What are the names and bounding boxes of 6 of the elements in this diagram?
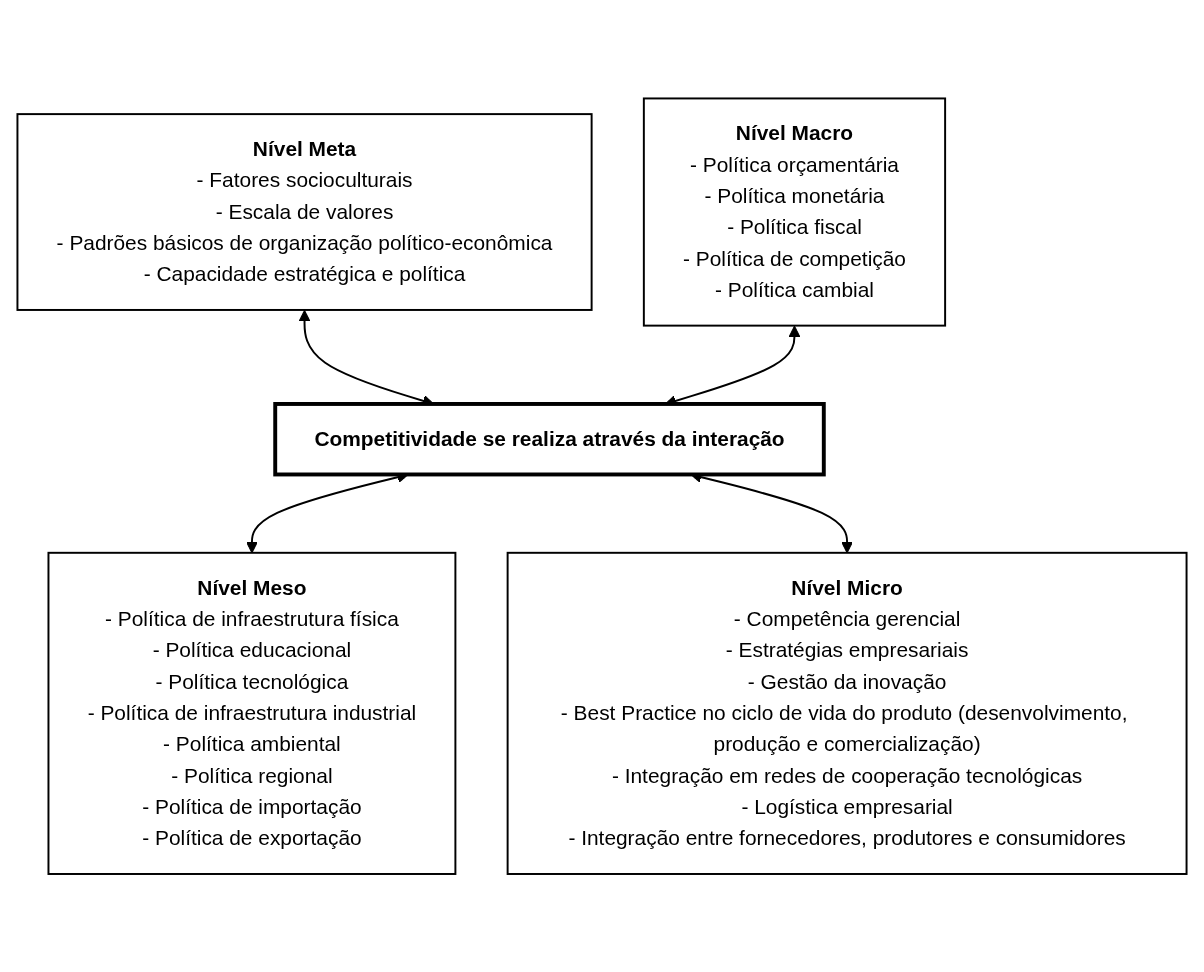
node-box bbox=[47, 551, 457, 875]
node-box bbox=[642, 97, 947, 327]
diagram: Nível Meta - Fatores socioculturais - Escala de valores - Padrões básicos de organização político-econômica - Capacidade estratégica e política Nível Macro - Política orçamentária - Política monetária - Política fiscal - Política de competição - Política cambial Competitividade se realiza através da interação Nível Meso - Política de infraestrutura física - Política educacional - Política tecnológica - Política de infraestrutura industrial - Política ambiental - Política regional - Política de importação - Política de exportação Nível Micro - Competência gerencial - Estratégias empresariais - Gestão da inovação - Best Practice no ciclo de vida do produto (desenvolvimento, produção e comercialização) - Integração em redes de cooperação tecnológicas - Logística empresarial - Integração entre fornecedores, produtores e consumidores bbox=[7, 87, 1197, 885]
node-box bbox=[16, 112, 593, 311]
node-box bbox=[506, 551, 1188, 875]
node-box bbox=[273, 401, 826, 477]
